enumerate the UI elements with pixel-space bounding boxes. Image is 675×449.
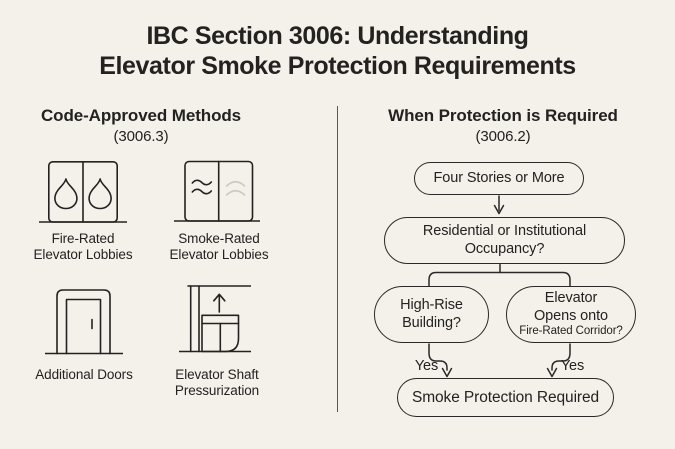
fire-rated-lobby-icon bbox=[39, 160, 127, 223]
smoke-rated-lobby-label: Smoke-Rated Elevator Lobbies bbox=[169, 231, 269, 262]
node-smoke-protection-required: Smoke Protection Required bbox=[397, 378, 614, 417]
yes-label-right: Yes bbox=[560, 358, 585, 374]
arrowhead-1 bbox=[493, 204, 505, 215]
node-four-stories: Four Stories or More bbox=[414, 162, 584, 195]
node-high-rise: High-Rise Building? bbox=[374, 286, 489, 343]
protection-header: When Protection is Required (3006.2) bbox=[353, 105, 653, 146]
column-divider bbox=[337, 106, 338, 412]
branch-bar bbox=[428, 271, 571, 287]
shaft-pressurization-label: Elevator Shaft Pressurization bbox=[174, 367, 260, 398]
page-title: IBC Section 3006: Understanding Elevator… bbox=[0, 21, 675, 81]
page-title-line1: IBC Section 3006: Understanding bbox=[146, 22, 529, 50]
smoke-rated-lobby-icon bbox=[174, 160, 260, 222]
yes-label-left: Yes bbox=[414, 358, 439, 374]
methods-code: (3006.3) bbox=[113, 128, 169, 145]
yes-right-connector bbox=[551, 343, 571, 371]
methods-header: Code-Approved Methods (3006.3) bbox=[16, 105, 266, 146]
arrowhead-yes-right bbox=[546, 367, 558, 378]
methods-heading: Code-Approved Methods bbox=[40, 106, 241, 125]
additional-door-icon bbox=[45, 289, 123, 355]
fire-rated-lobby-label: Fire-Rated Elevator Lobbies bbox=[33, 231, 133, 262]
protection-heading: When Protection is Required bbox=[388, 106, 618, 125]
arrowhead-yes-left bbox=[441, 367, 453, 378]
protection-code: (3006.2) bbox=[475, 128, 531, 145]
node-elevator-corridor: Elevator Opens onto Fire-Rated Corridor? bbox=[506, 286, 636, 343]
shaft-pressurization-icon bbox=[179, 285, 251, 353]
node-occupancy: Residential or Institutional Occupancy? bbox=[384, 217, 625, 264]
yes-left-connector bbox=[428, 343, 448, 371]
page-title-line2: Elevator Smoke Protection Requirements bbox=[99, 52, 576, 80]
flowchart-connectors bbox=[428, 195, 571, 378]
additional-door-label: Additional Doors bbox=[35, 367, 133, 382]
